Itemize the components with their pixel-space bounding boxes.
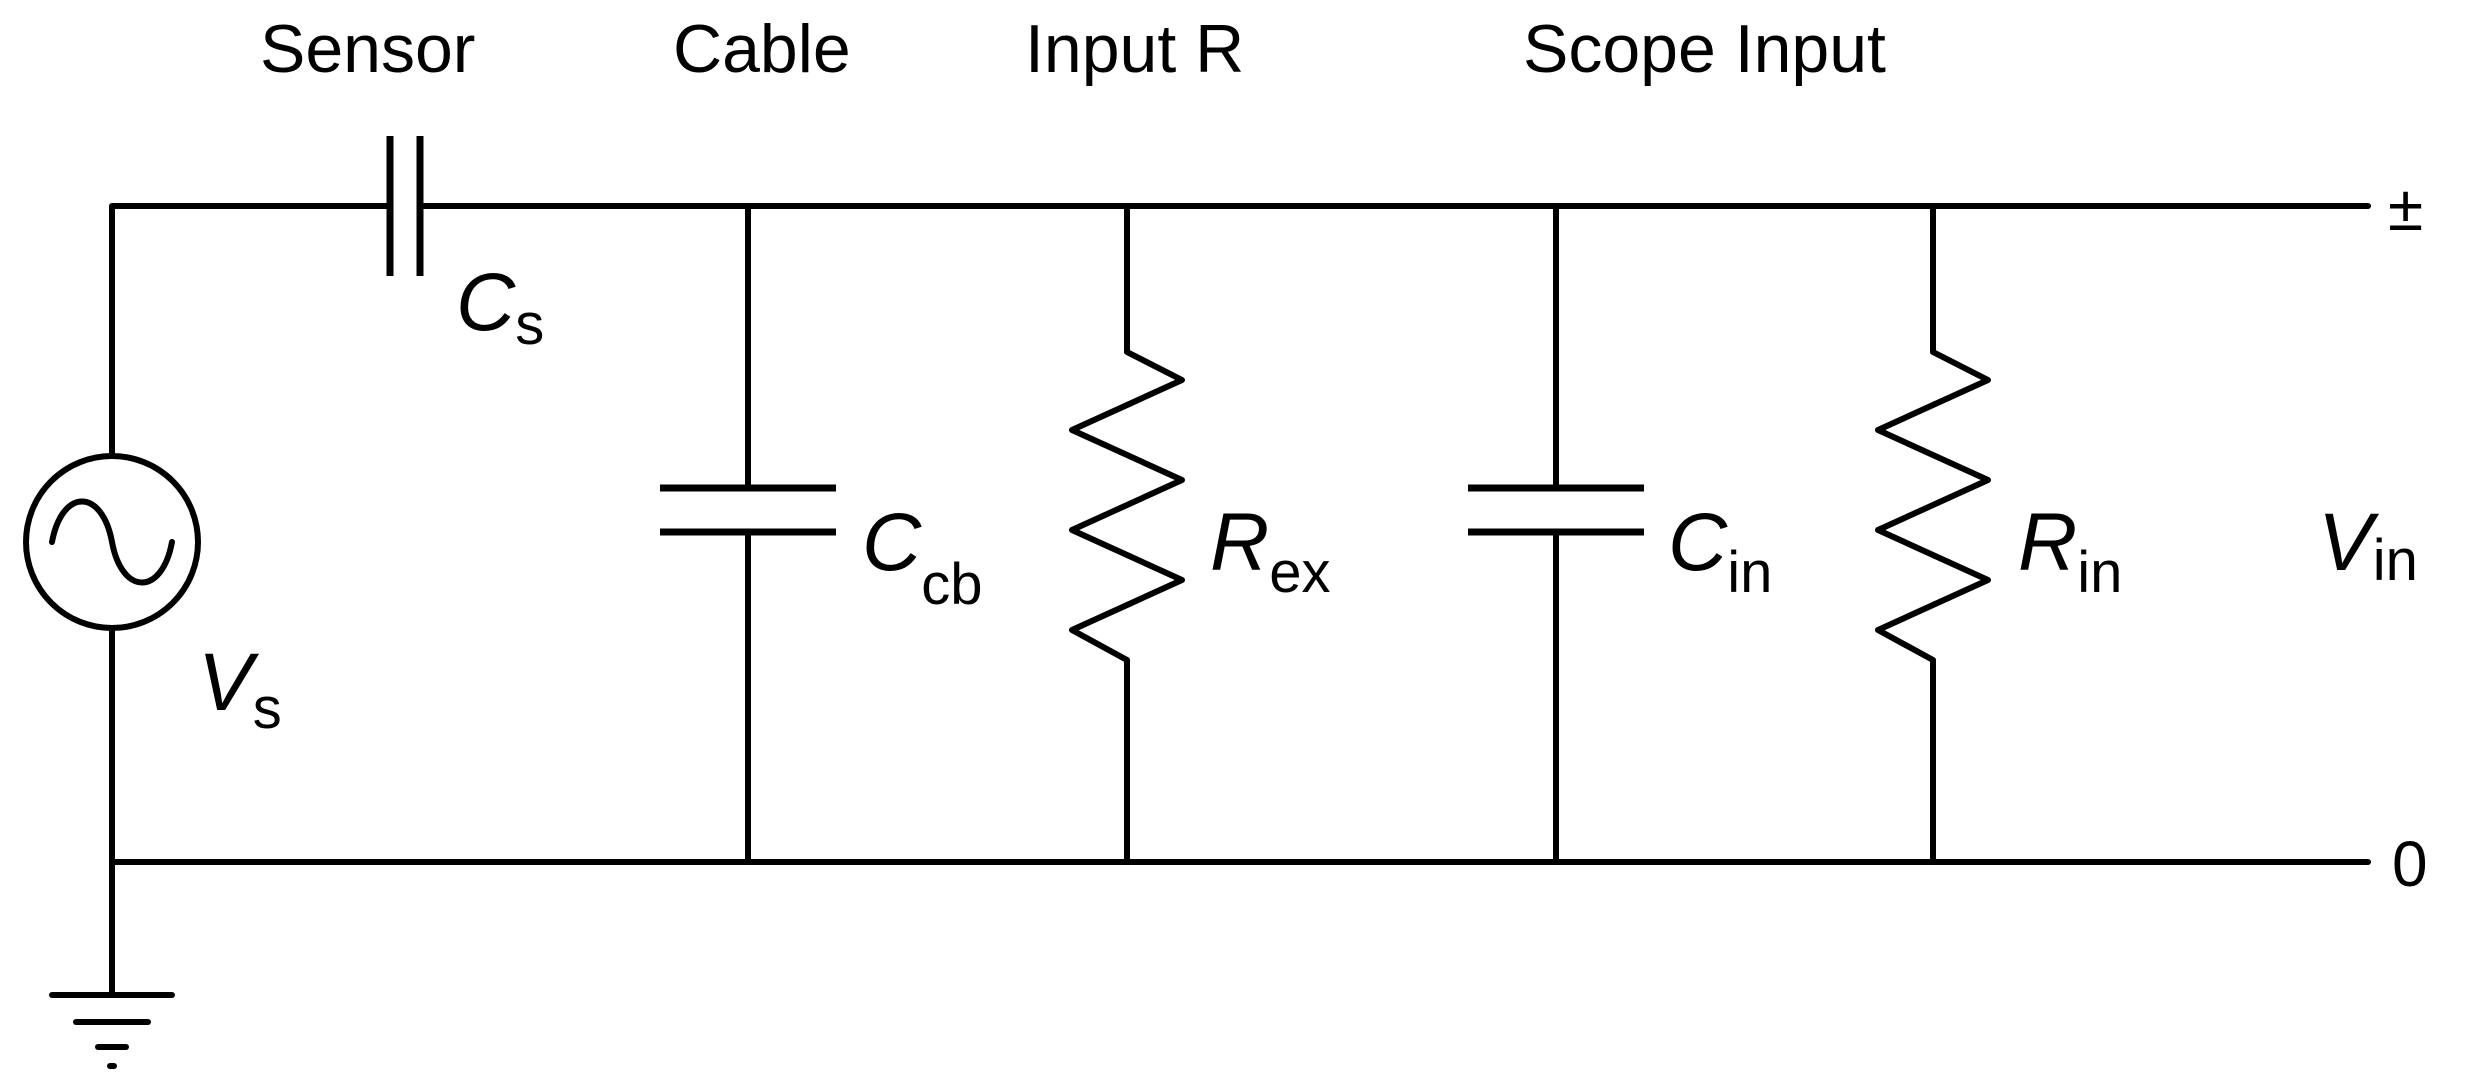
capacitor-cs: [386, 136, 424, 276]
ground-icon: [49, 992, 175, 1069]
terminal-bottom-label: 0: [2392, 828, 2428, 900]
terminal-top-label: ±: [2388, 172, 2423, 244]
ac-source-vs: [23, 453, 201, 998]
label-rex: Rex: [1210, 497, 1330, 605]
capacitor-ccb: [660, 203, 836, 865]
label-cin: Cin: [1668, 497, 1772, 605]
resistor-rex: [1069, 203, 1185, 865]
label-rin: Rin: [2018, 497, 2122, 605]
header-sensor: Sensor: [260, 11, 475, 87]
top-rail: [109, 203, 2371, 458]
resistor-rin: [1875, 203, 1991, 865]
label-vs: Vs: [198, 637, 282, 741]
label-vin: Vin: [2318, 497, 2418, 593]
header-input-r: Input R: [1025, 11, 1244, 87]
header-scope-input: Scope Input: [1523, 11, 1886, 87]
label-cs: Cs: [456, 257, 544, 357]
label-ccb: Ccb: [862, 497, 982, 617]
capacitor-cin: [1468, 203, 1644, 865]
header-cable: Cable: [673, 11, 851, 87]
